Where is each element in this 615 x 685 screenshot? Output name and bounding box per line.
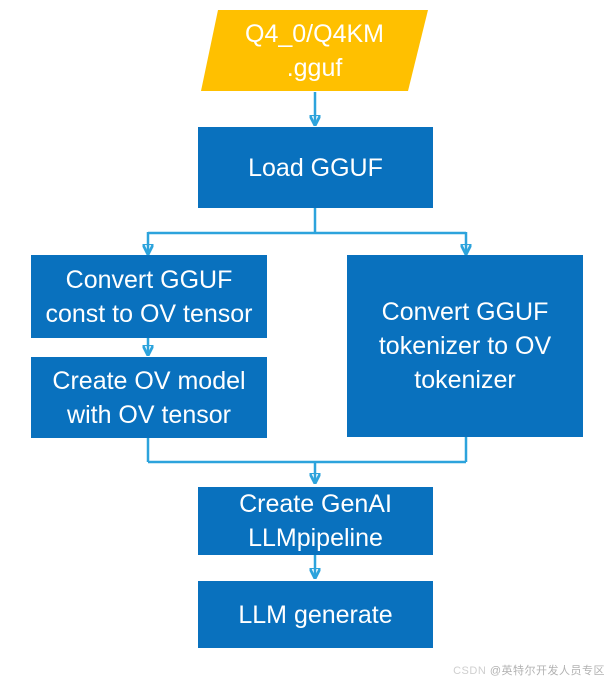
node-convert-const-line2: const to OV tensor xyxy=(45,299,253,328)
node-convert-tokenizer: Convert GGUF tokenizer to OV tokenizer xyxy=(347,255,583,437)
node-create-genai-pipeline-line2: LLMpipeline xyxy=(248,524,383,552)
node-llm-generate: LLM generate xyxy=(198,581,433,648)
node-load-gguf: Load GGUF xyxy=(198,127,433,208)
node-convert-const: Convert GGUF const to OV tensor xyxy=(31,255,267,338)
node-create-genai-pipeline: Create GenAI LLMpipeline xyxy=(198,487,433,555)
watermark-csdn-label: CSDN xyxy=(453,665,490,677)
node-create-ov-model-line1: Create OV model xyxy=(52,366,246,395)
node-gguf-file-line2: .gguf xyxy=(286,53,343,82)
node-convert-tokenizer-line1: Convert GGUF xyxy=(381,298,549,326)
node-gguf-file: Q4_0/Q4KM .gguf xyxy=(201,10,428,91)
node-convert-tokenizer-line3: tokenizer xyxy=(414,366,516,394)
watermark: CSDN @英特尔开发人员专区 xyxy=(453,664,605,678)
node-create-ov-model-line2: with OV tensor xyxy=(67,400,231,429)
watermark-author-handle: @英特尔开发人员专区 xyxy=(489,665,605,677)
node-create-ov-model: Create OV model with OV tensor xyxy=(31,357,267,438)
node-load-gguf-label: Load GGUF xyxy=(248,153,383,182)
node-gguf-file-line1: Q4_0/Q4KM xyxy=(245,19,384,48)
node-create-genai-pipeline-line1: Create GenAI xyxy=(239,490,392,518)
node-convert-const-line1: Convert GGUF xyxy=(65,265,233,294)
node-convert-tokenizer-line2: tokenizer to OV xyxy=(378,332,552,360)
node-llm-generate-label: LLM generate xyxy=(238,600,393,629)
